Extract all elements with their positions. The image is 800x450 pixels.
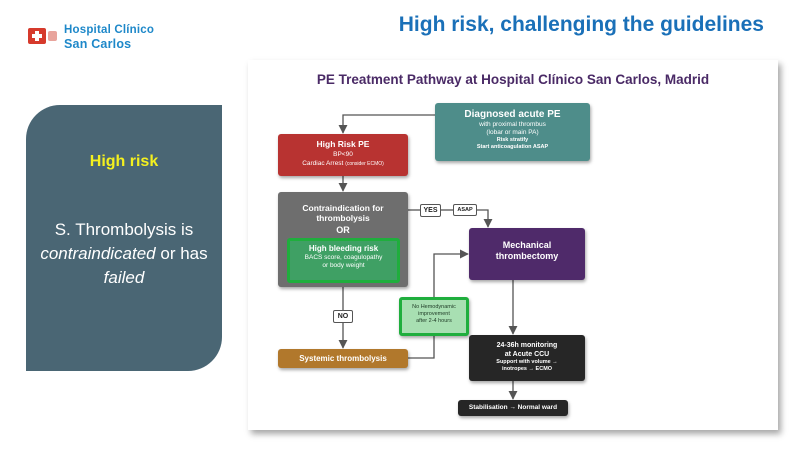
systemic-thrombolysis-box: Systemic thrombolysis	[278, 349, 408, 368]
diagnosed-acute-pe-box: Diagnosed acute PE with proximal thrombu…	[435, 103, 590, 161]
yes-label: YES	[420, 204, 441, 217]
contraindication-box: Contraindication for thrombolysis OR Hig…	[278, 192, 408, 287]
diagnosed-line2: (lobar or main PA)	[486, 129, 539, 136]
diagnosed-title: Diagnosed acute PE	[464, 109, 561, 120]
diagnosed-line1: with proximal thrombus	[479, 121, 546, 128]
high-risk-card: High risk S. Thrombolysis is contraindic…	[26, 105, 222, 371]
hospital-logo-icon	[28, 28, 57, 44]
monitor-line4: inotropes → ECMO	[501, 366, 553, 372]
contra-or: OR	[336, 225, 350, 235]
high-risk-pe-box: High Risk PE BP<90 Cardiac Arrest (consi…	[278, 134, 408, 176]
risk-card-italic-failed: failed	[103, 268, 145, 287]
logo-text-line1: Hospital Clínico	[64, 24, 155, 36]
diagnosed-line4: Start anticoagulation ASAP	[476, 144, 549, 150]
monitor-line1: 24-36h monitoring	[496, 342, 558, 349]
asap-label: ASAP	[453, 204, 477, 216]
bleeding-line2: or body weight	[322, 262, 365, 269]
contra-title-line2: thrombolysis	[316, 213, 370, 223]
nohemo-line1: No Hemodynamic	[412, 304, 456, 310]
bleeding-title: High bleeding risk	[308, 244, 379, 253]
connector-diagnosed-to-highrisk	[338, 114, 435, 134]
high-risk-cardiac-text: Cardiac Arrest	[302, 160, 344, 167]
diagnosed-line3: Risk stratify	[496, 137, 529, 143]
risk-card-heading: High risk	[89, 153, 159, 170]
stabilisation-box: Stabilisation → Normal ward	[458, 400, 568, 416]
ccu-monitoring-box: 24-36h monitoring at Acute CCU Support w…	[469, 335, 585, 381]
diagram-title: PE Treatment Pathway at Hospital Clínico…	[316, 72, 710, 87]
connector-asap-to-mech	[477, 209, 493, 228]
no-hemodynamic-improvement-box: No Hemodynamic improvement after 2-4 hou…	[399, 297, 469, 336]
mech-line1: Mechanical	[502, 240, 552, 250]
pe-pathway-diagram: PE Treatment Pathway at Hospital Clínico…	[248, 60, 778, 430]
logo-text-line2: San Carlos	[64, 37, 132, 51]
nohemo-line3: after 2-4 hours	[416, 318, 452, 324]
monitor-line2: at Acute CCU	[504, 351, 550, 358]
mech-line2: thrombectomy	[495, 251, 559, 261]
nohemo-line2: improvement	[418, 311, 450, 317]
no-label: NO	[333, 310, 353, 323]
hospital-logo: Hospital Clínico San Carlos	[26, 22, 156, 52]
monitor-line3: Support with volume →	[496, 359, 558, 365]
high-bleeding-risk-box: High bleeding risk BACS score, coagulopa…	[287, 238, 400, 283]
bleeding-line1: BACS score, coagulopathy	[304, 254, 383, 261]
high-risk-title: High Risk PE	[316, 139, 370, 149]
risk-card-line1: S. Thrombolysis is	[54, 220, 194, 239]
high-risk-bp: BP<90	[333, 151, 353, 158]
contra-title-line1: Contraindication for	[302, 203, 384, 213]
mechanical-thrombectomy-box: Mechanical thrombectomy	[469, 228, 585, 280]
risk-card-italic-contraindicated: contraindicated	[40, 244, 156, 263]
high-risk-ecmo-note: (consider ECMO)	[345, 161, 384, 167]
page-title: High risk, challenging the guidelines	[398, 13, 764, 36]
risk-card-body: S. Thrombolysis is contraindicated or ha…	[32, 218, 216, 290]
high-risk-cardiac: Cardiac Arrest (consider ECMO)	[278, 159, 408, 169]
risk-card-connector: or has	[155, 244, 208, 263]
